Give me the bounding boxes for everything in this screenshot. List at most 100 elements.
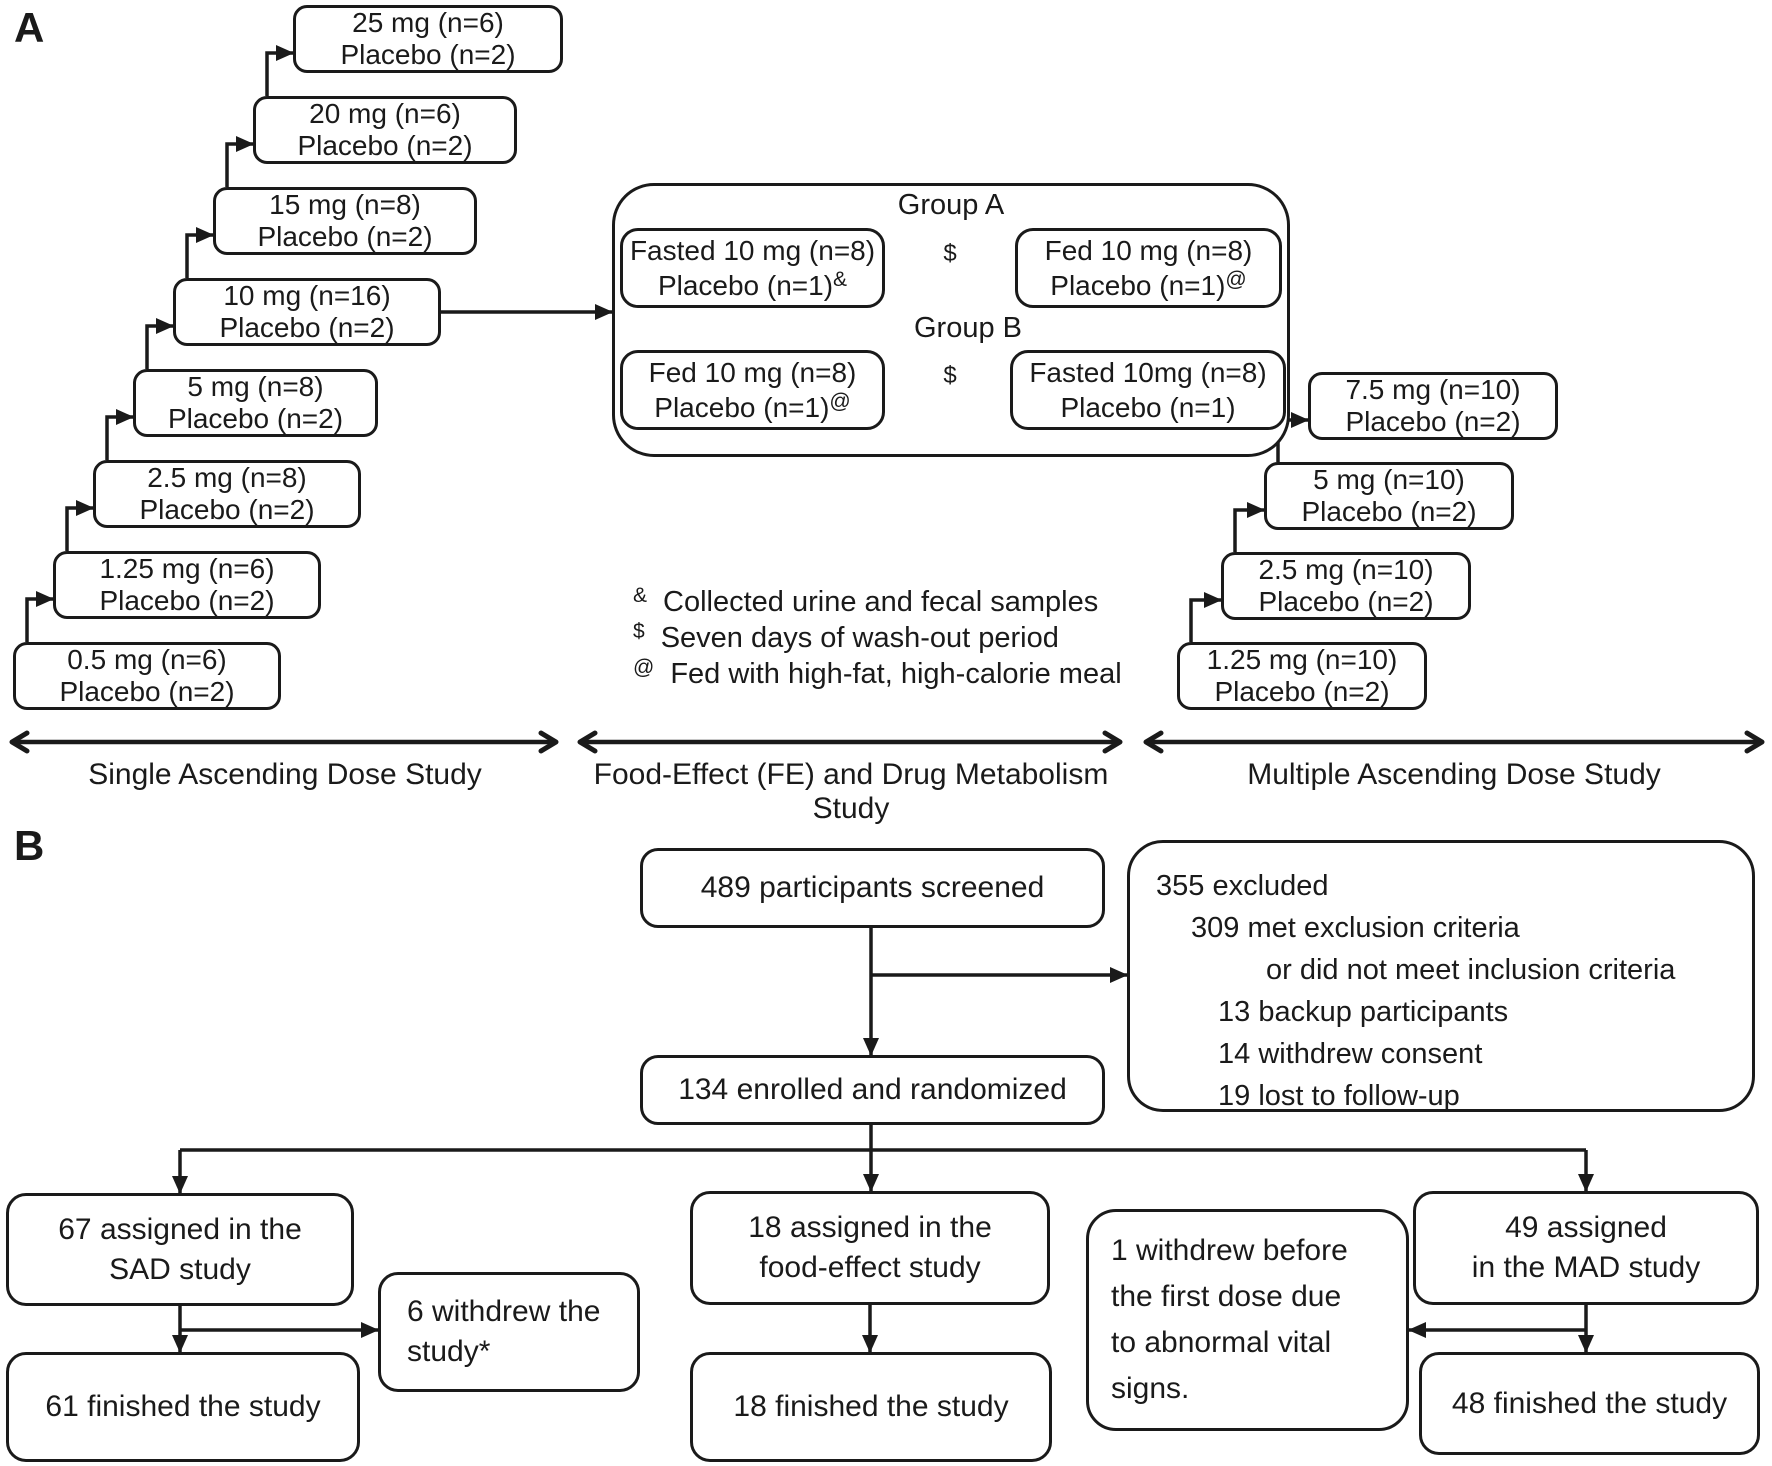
mad-dose-box-1.25mg: 1.25 mg (n=10) Placebo (n=2) <box>1177 642 1427 710</box>
ampersand-symbol: & <box>633 584 648 607</box>
sad-step-arrow <box>185 227 214 278</box>
dose-label: 5 mg (n=8) <box>187 371 324 402</box>
mad-dose-box-7.5mg: 7.5 mg (n=10) Placebo (n=2) <box>1308 372 1558 440</box>
placebo-label: Placebo (n=2) <box>1345 406 1521 437</box>
sad-step-arrow <box>265 45 294 96</box>
dose-label: 2.5 mg (n=8) <box>147 462 307 493</box>
high-fat-meal-marker: @ <box>1225 268 1247 291</box>
urine-fecal-marker: & <box>833 268 848 291</box>
assigned-line: SAD study <box>109 1252 251 1286</box>
sad-axis-label: Single Ascending Dose Study <box>88 758 482 791</box>
sad-dose-box-2.5mg: 2.5 mg (n=8) Placebo (n=2) <box>93 460 361 528</box>
withdrew-line: the first dose due <box>1111 1280 1342 1313</box>
legend-item-high-fat: @ Fed with high-fat, high-calorie meal <box>633 657 1122 691</box>
at-symbol: @ <box>633 656 655 679</box>
withdrew-line: 1 withdrew before <box>1111 1234 1348 1267</box>
dose-label: 5 mg (n=10) <box>1313 464 1465 495</box>
placebo-label: Placebo (n=2) <box>1258 586 1434 617</box>
mad-axis-label: Multiple Ascending Dose Study <box>1247 758 1661 791</box>
excluded-line: or did not meet inclusion criteria <box>1266 954 1676 986</box>
finished-label: 18 finished the study <box>733 1390 1009 1423</box>
placebo-label: Placebo (n=2) <box>59 676 235 707</box>
finished-label: 48 finished the study <box>1451 1386 1728 1420</box>
screened-label: 489 participants screened <box>700 871 1045 904</box>
placebo-label: Placebo (n=1)@ <box>654 390 851 423</box>
sad-step-arrow <box>145 318 174 369</box>
sad-step-arrow <box>65 500 94 551</box>
enrolled-box: 134 enrolled and randomized <box>640 1055 1105 1125</box>
assigned-line: food-effect study <box>759 1251 981 1284</box>
panel-a-label: A <box>14 4 45 51</box>
placebo-label: Placebo (n=2) <box>297 130 473 161</box>
assigned-line: 18 assigned in the <box>748 1211 992 1244</box>
enrolled-label: 134 enrolled and randomized <box>678 1073 1067 1106</box>
mad-finished-box: 48 finished the study <box>1419 1352 1760 1455</box>
sad-withdrew-box: 6 withdrew the study* <box>378 1272 640 1392</box>
legend-item-urine-fecal: &Collected urine and fecal samples <box>633 585 1098 619</box>
dollar-symbol: $ <box>633 620 645 643</box>
placebo-label: Placebo (n=1) <box>1060 392 1236 423</box>
sad-step-arrow <box>25 591 54 642</box>
sad-dose-box-25mg: 25 mg (n=6) Placebo (n=2) <box>293 5 563 73</box>
group-b-title: Group B <box>914 312 1022 344</box>
group-a-title: Group A <box>897 189 1005 221</box>
mad-assigned-box: 49 assigned in the MAD study <box>1413 1191 1759 1305</box>
legend-item-washout: $ Seven days of wash-out period <box>633 621 1059 655</box>
withdrew-line: signs. <box>1111 1372 1190 1405</box>
sad-dose-box-0.5mg: 0.5 mg (n=6) Placebo (n=2) <box>13 642 281 710</box>
dose-label: 1.25 mg (n=6) <box>99 553 275 584</box>
placebo-label: Placebo (n=2) <box>139 494 315 525</box>
excluded-line: 309 met exclusion criteria <box>1191 912 1520 944</box>
sad-dose-box-10mg: 10 mg (n=16) Placebo (n=2) <box>173 278 441 346</box>
sad-step-arrow <box>105 409 134 460</box>
dose-label: 0.5 mg (n=6) <box>67 644 227 675</box>
mad-step-arrow <box>1189 592 1222 642</box>
sad-dose-box-5mg: 5 mg (n=8) Placebo (n=2) <box>133 369 378 437</box>
dose-label: Fed 10 mg (n=8) <box>1044 235 1253 266</box>
mad-dose-box-2.5mg: 2.5 mg (n=10) Placebo (n=2) <box>1221 552 1471 620</box>
excluded-line: 13 backup participants <box>1218 996 1509 1028</box>
assigned-line: 67 assigned in the <box>58 1212 302 1246</box>
sad-step-arrow <box>225 136 254 187</box>
dose-label: 1.25 mg (n=10) <box>1206 644 1398 675</box>
placebo-label: Placebo (n=2) <box>340 39 516 70</box>
dose-label: 15 mg (n=8) <box>269 189 421 220</box>
sad-dose-box-15mg: 15 mg (n=8) Placebo (n=2) <box>213 187 477 255</box>
legend-text: Collected urine and fecal samples <box>663 586 1099 618</box>
mad-withdrew-box: 1 withdrew before the first dose due to … <box>1086 1209 1409 1431</box>
group-a-fed-box: Fed 10 mg (n=8) Placebo (n=1)@ <box>1015 228 1282 308</box>
legend-text: Fed with high-fat, high-calorie meal <box>670 658 1122 690</box>
fe-assigned-box: 18 assigned in the food-effect study <box>690 1191 1050 1305</box>
group-b-fasted-box: Fasted 10mg (n=8) Placebo (n=1) <box>1010 350 1286 430</box>
placebo-label: Placebo (n=2) <box>1301 496 1477 527</box>
screened-box: 489 participants screened <box>640 848 1105 928</box>
fe-axis-label: Food-Effect (FE) and Drug Metabolism Stu… <box>593 758 1109 825</box>
placebo-label: Placebo (n=1)@ <box>1050 268 1247 301</box>
sad-assigned-box: 67 assigned in the SAD study <box>6 1193 354 1306</box>
withdrew-line: study* <box>407 1335 491 1368</box>
panel-b-label: B <box>14 822 45 869</box>
mad-dose-box-5mg: 5 mg (n=10) Placebo (n=2) <box>1264 462 1514 530</box>
excluded-box: 355 excluded 309 met exclusion criteria … <box>1127 840 1755 1112</box>
withdrew-line: 6 withdrew the <box>407 1295 601 1328</box>
washout-symbol-b: $ <box>943 362 957 389</box>
dose-label: Fasted 10 mg (n=8) <box>629 235 876 266</box>
assigned-line: 49 assigned <box>1505 1211 1667 1244</box>
assigned-line: in the MAD study <box>1471 1251 1701 1284</box>
dose-label: Fasted 10mg (n=8) <box>1029 357 1267 388</box>
placebo-label: Placebo (n=2) <box>167 403 344 434</box>
placebo-label: Placebo (n=2) <box>257 221 433 252</box>
legend-text: Seven days of wash-out period <box>660 622 1059 654</box>
placebo-label: Placebo (n=1)& <box>657 268 848 301</box>
placebo-label: Placebo (n=2) <box>219 312 395 343</box>
placebo-label: Placebo (n=2) <box>99 585 275 616</box>
dose-label: 2.5 mg (n=10) <box>1258 554 1434 585</box>
withdrew-line: to abnormal vital <box>1111 1326 1332 1359</box>
sad-dose-box-1.25mg: 1.25 mg (n=6) Placebo (n=2) <box>53 551 321 619</box>
group-b-fed-box: Fed 10 mg (n=8) Placebo (n=1)@ <box>620 350 885 430</box>
washout-symbol-a: $ <box>943 240 957 267</box>
sad-dose-box-20mg: 20 mg (n=6) Placebo (n=2) <box>253 96 517 164</box>
dose-label: 7.5 mg (n=10) <box>1345 374 1521 405</box>
sad-finished-box: 61 finished the study <box>6 1352 360 1462</box>
